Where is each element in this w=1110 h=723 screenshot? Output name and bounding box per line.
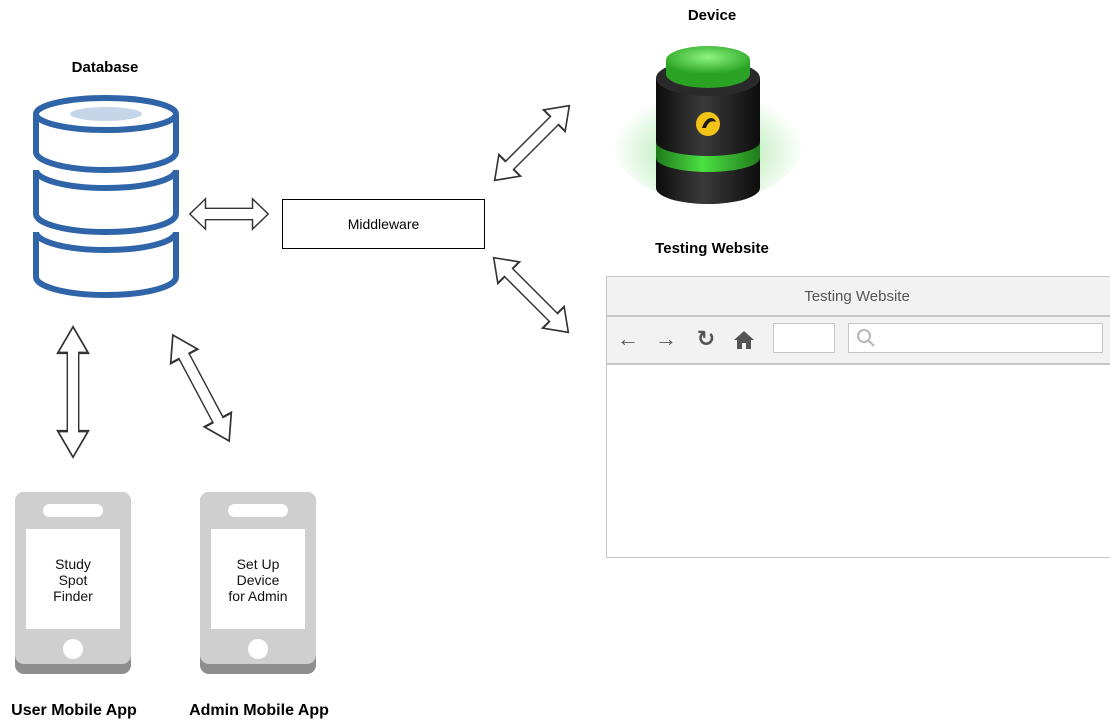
browser-title: Testing Website xyxy=(804,288,910,305)
search-input[interactable] xyxy=(848,323,1103,353)
database-label: Database xyxy=(71,59,139,76)
admin-app-screen-text: Set Up Device for Admin xyxy=(211,556,305,604)
pegasus-logo-icon xyxy=(696,112,720,136)
user-app-screen-text: Study Spot Finder xyxy=(26,556,120,604)
search-icon xyxy=(857,329,875,347)
reload-icon[interactable]: ↻ xyxy=(696,326,716,351)
arrow-middleware-website xyxy=(482,246,580,344)
user-app-label: User Mobile App xyxy=(11,702,137,719)
database-icon xyxy=(33,95,179,298)
user-app-line: Spot xyxy=(58,572,88,588)
device-label: Device xyxy=(687,7,737,24)
testing-website-label: Testing Website xyxy=(655,240,769,257)
user-app-line: Study xyxy=(55,556,91,572)
browser-toolbar: ← → ↻ xyxy=(607,317,1110,365)
middleware-label: Middleware xyxy=(347,216,420,232)
admin-app-line: for Admin xyxy=(228,588,288,604)
admin-app-line: Device xyxy=(236,572,280,588)
admin-phone-icon xyxy=(200,492,316,674)
url-input[interactable] xyxy=(773,323,835,353)
user-app-line: Finder xyxy=(53,588,93,604)
middleware-box: Middleware xyxy=(282,199,485,249)
browser-content xyxy=(607,365,1110,557)
browser-titlebar: Testing Website xyxy=(607,277,1110,317)
back-arrow-icon[interactable]: ← xyxy=(617,326,639,351)
user-phone-icon xyxy=(15,492,131,674)
arrow-database-admin-app xyxy=(158,326,244,450)
forward-arrow-icon[interactable]: → xyxy=(655,326,677,351)
arrow-database-user-app xyxy=(56,325,90,459)
admin-app-line: Set Up xyxy=(236,556,280,572)
home-icon[interactable] xyxy=(731,325,757,353)
arrow-middleware-device xyxy=(483,94,581,192)
arrow-database-middleware xyxy=(189,198,269,230)
device-icon xyxy=(612,46,804,204)
browser-window: Testing Website ← → ↻ xyxy=(606,276,1110,558)
admin-app-label: Admin Mobile App xyxy=(189,702,329,719)
